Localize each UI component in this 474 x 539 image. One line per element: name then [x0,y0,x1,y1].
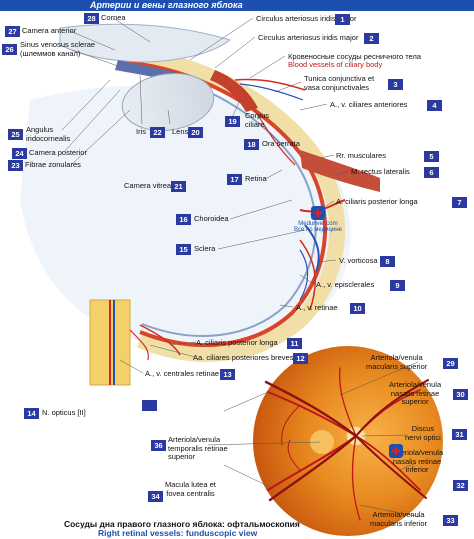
number-badge: 26 [2,44,17,55]
label-retina: Retina [245,174,267,183]
footer-title-en: Right retinal vessels: funduscopic view [98,528,258,538]
label-cornea: Cornea [101,13,126,22]
number-badge: 28 [84,13,99,24]
lens-shape [121,73,215,131]
label-av-centrales: A., v. centrales retinae [145,369,220,378]
number-badge: 17 [227,174,242,185]
label-sinus-venosus: Sinus venosus sclerae (шлеммов канал) [20,40,96,58]
label-circ-minor: Circulus arteriosus iridis minor [256,14,357,23]
number-badge: 22 [150,127,165,138]
number-badge: 25 [8,129,23,140]
number-badge: 10 [350,303,365,314]
number-badge: 7 [452,197,467,208]
number-badge: 30 [453,389,468,400]
number-badge: 27 [5,26,20,37]
number-badge: 16 [176,214,191,225]
cross-icon [389,444,403,458]
label-krov-sosudy: Кровеносные сосуды ресничного тела [288,52,422,61]
label-tunica-conj: Tunica conjunctiva et vasa conjunctivale… [304,74,375,92]
label-rr-musculares: Rr. musculares [336,151,387,160]
label-choroidea: Choroidea [194,214,229,223]
page-title: Артерии и вены глазного яблока [0,0,474,11]
label-arteriola-nasalis-inf: Arteriola/venula nasalis retinae inferio… [391,448,444,474]
number-badge: 6 [424,167,439,178]
footer-title-ru: Сосуды дна правого глазного яблока: офта… [64,519,300,529]
label-arteriola-macularis-sup: Arteriola/venula macularis superior [366,353,428,371]
number-badge: 31 [452,429,467,440]
number-badge: 32 [453,480,468,491]
cross-icon [310,206,325,220]
number-badge: 21 [171,181,186,192]
number-badge: 36 [151,440,166,451]
watermark-fundus [389,444,403,459]
macula-spot [310,430,334,454]
label-av-ciliares-ant: A., v. ciliares anteriores [330,100,408,109]
label-camera-posterior: Camera posterior [29,148,87,157]
rectus-muscle [300,150,380,192]
label-av-retinae: A., v. retinae [296,303,338,312]
number-badge: 19 [225,116,240,127]
label-a-ciliaris-longa-7: A. ciliaris posterior longa [336,197,418,206]
label-corpus-ciliare: Corpus ciliare [245,111,270,129]
label-ora-serrata: Ora serrata [262,139,300,148]
number-badge: 4 [427,100,442,111]
label-macula: Arteriola/venula temporalis retinae supe… [168,435,228,461]
number-badge: 12 [293,353,308,364]
label-aa-ciliares-breves: Aa. ciliares posteriores breves [193,353,294,362]
number-badge: 14 [24,408,39,419]
number-badge: 15 [176,244,191,255]
ciliary-body [210,70,258,112]
number-badge: 24 [12,148,27,159]
label-camera-vitrea: Camera vitrea [124,181,172,190]
label-angulus: Angulus iridocornealis [26,125,71,143]
number-badge: 18 [244,139,259,150]
number-badge: 3 [388,79,403,90]
label-arteriola-temporalis-inf: Macula lutea et fovea centralis [165,480,216,498]
number-badge [142,400,157,411]
label-m-rectus: M. rectus lateralis [351,167,410,176]
number-badge: 29 [443,358,458,369]
label-sclera: Sclera [194,244,216,253]
cornea-shape [59,23,232,63]
label-arteriola-macularis-inf: Arteriola/venula macularis inferior [370,510,428,528]
label-blood-vessels-ciliary: Blood vessels of ciliary body [288,60,383,69]
number-badge: 8 [380,256,395,267]
number-badge: 11 [287,338,302,349]
label-circ-major: Circulus arteriosus iridis major [258,33,359,42]
number-badge: 13 [220,369,235,380]
label-arteriola-nasalis-sup: Arteriola/venula nasalis retinae superio… [389,380,442,406]
number-badge: 1 [335,14,350,25]
label-a-ciliaris-longa-11: A. ciliaris posterior longa [196,338,278,347]
label-discus: Discus nervi optici [405,424,441,442]
label-av-episclerales: A., v. episclerales [316,280,375,289]
number-badge: 34 [148,491,163,502]
label-camera-anterior: Camera anterior [22,26,77,35]
number-badge: 23 [8,160,23,171]
label-lens: Lens [172,127,189,136]
watermark-line2: Все по медицине [294,227,342,233]
watermark: Medunver.com Все по медицине [294,206,342,233]
watermark-line1: Medunver.com [298,221,338,227]
label-n-opticus: N. opticus [II] [42,408,86,417]
number-badge: 20 [188,127,203,138]
number-badge: 5 [424,151,439,162]
choroid-layer [121,60,327,348]
label-fibrae-zonulares: Fibrae zonulares [25,160,81,169]
retina-layer [124,67,317,337]
number-badge: 2 [364,33,379,44]
label-v-vorticosa: V. vorticosa [339,256,378,265]
number-badge: 33 [443,515,458,526]
label-iris: Iris [136,127,146,136]
number-badge: 9 [390,280,405,291]
